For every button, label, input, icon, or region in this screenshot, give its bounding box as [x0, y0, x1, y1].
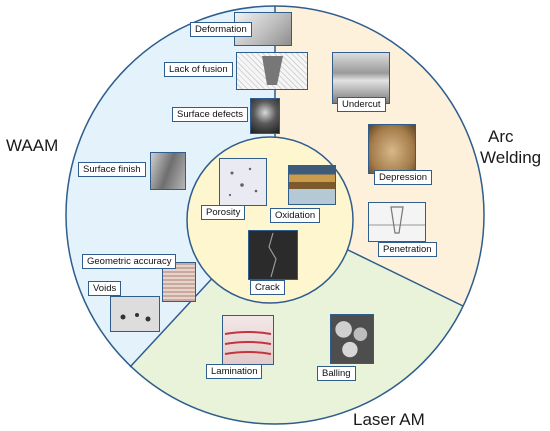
deformation-label: Deformation — [190, 22, 252, 37]
crack-line — [268, 232, 277, 278]
divider-right — [345, 248, 464, 307]
oxidation-image — [288, 165, 336, 205]
porosity-dots — [228, 167, 258, 197]
porosity-image — [219, 158, 267, 206]
voids-label: Voids — [88, 281, 122, 296]
depression-label: Depression — [374, 170, 433, 185]
surface-finish-label: Surface finish — [78, 162, 146, 177]
lack-of-fusion-image — [236, 52, 308, 90]
voids-dots — [120, 313, 151, 322]
geometric-accuracy-label: Geometric accuracy — [82, 254, 177, 269]
oxidation-label: Oxidation — [270, 208, 321, 223]
weld-bead-shape — [262, 56, 283, 85]
divider-bottom-left — [129, 270, 220, 368]
outer-circle-outline — [65, 5, 485, 425]
arc-welding-region-label-line1: Arc — [488, 127, 514, 146]
lamination-bands — [224, 331, 272, 355]
balling-image — [330, 314, 374, 364]
surface-defects-image — [250, 98, 280, 134]
depression-image — [368, 124, 416, 174]
geometric-accuracy-image — [162, 262, 196, 302]
porosity-label: Porosity — [201, 205, 246, 220]
arc-welding-region-label-line2: Welding — [480, 148, 542, 167]
laser-am-region-label: Laser AM — [353, 410, 425, 429]
surface-defects-label: Surface defects — [172, 107, 249, 122]
lack-of-fusion-label: Lack of fusion — [164, 62, 233, 77]
surface-finish-image — [150, 152, 186, 190]
lamination-image — [222, 315, 274, 365]
penetration-image — [368, 202, 426, 242]
penetration-sketch — [369, 206, 425, 234]
penetration-label: Penetration — [378, 242, 437, 257]
voids-image — [110, 296, 160, 332]
crack-image — [248, 230, 298, 280]
waam-region-label: WAAM — [6, 136, 59, 155]
crack-label: Crack — [250, 280, 285, 295]
balling-label: Balling — [317, 366, 356, 381]
lamination-label: Lamination — [206, 364, 263, 379]
undercut-label: Undercut — [337, 97, 386, 112]
